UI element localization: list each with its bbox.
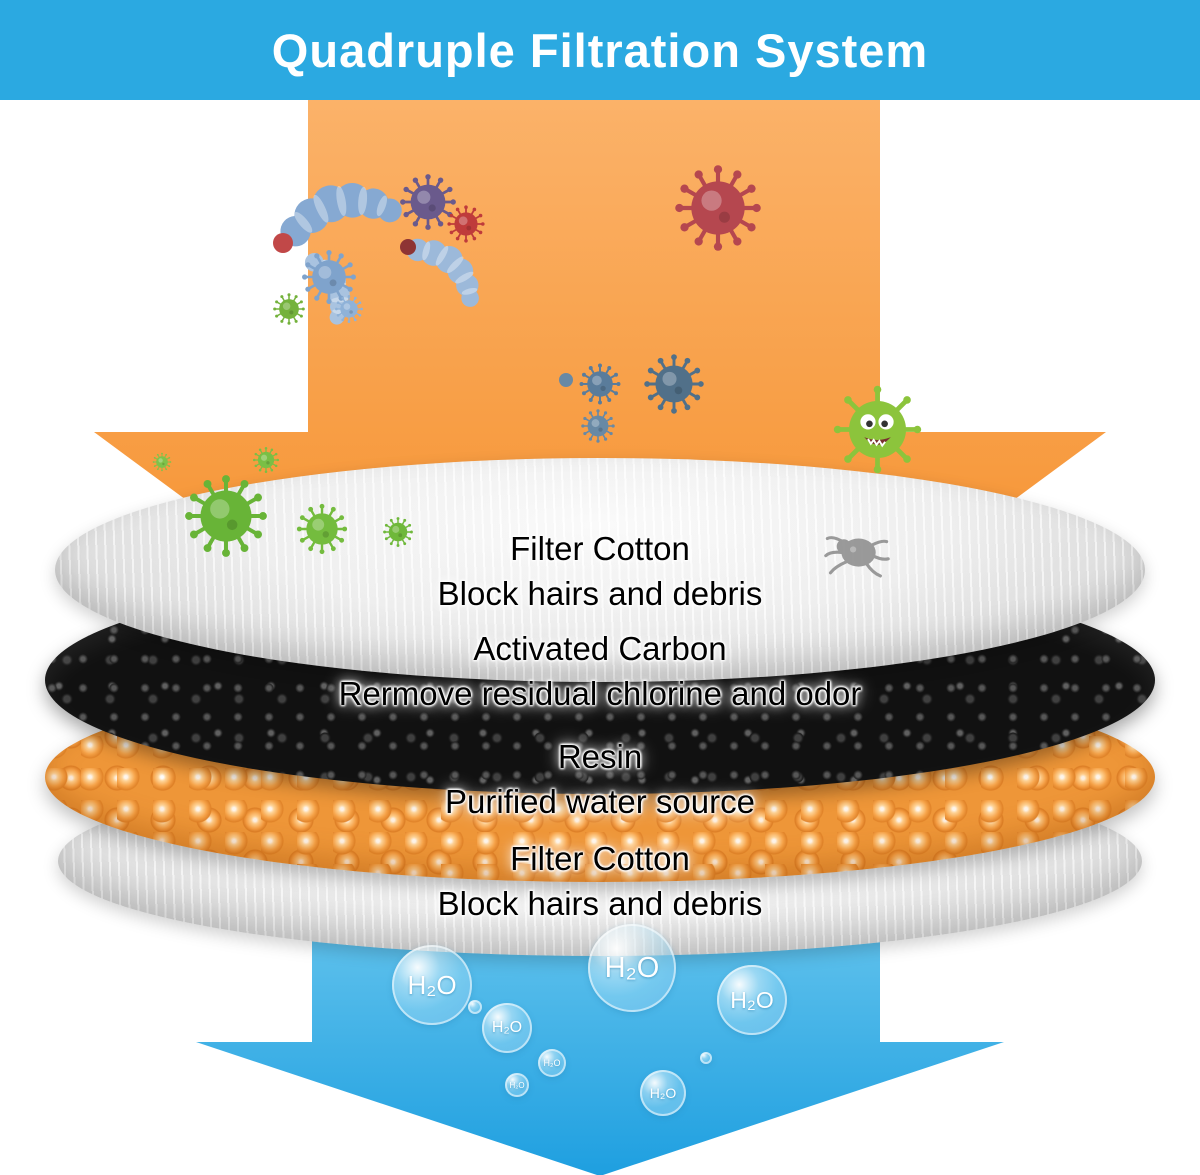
layer-subtitle: Purified water source <box>445 783 755 821</box>
bacteria-worm-icon <box>401 222 496 311</box>
layer-title: Filter Cotton <box>510 530 690 567</box>
bacteria-worm-icon <box>301 244 363 328</box>
bubble-icon <box>700 1052 712 1064</box>
h2o-bubble: H₂O <box>392 945 472 1025</box>
label-layer-2: Activated Carbon Rermove residual chlori… <box>0 628 1200 715</box>
virus-icon <box>398 172 458 232</box>
layer-subtitle: Rermove residual chlorine and odor <box>338 675 862 713</box>
bacteria-worm-icon <box>271 168 405 251</box>
h2o-bubble: H₂O <box>588 924 676 1012</box>
virus-icon <box>252 446 280 474</box>
virus-icon <box>446 204 486 244</box>
germ-dot-icon <box>273 233 293 253</box>
layer-subtitle: Block hairs and debris <box>437 575 763 613</box>
bubble-icon <box>468 1000 482 1014</box>
virus-icon <box>334 294 364 324</box>
virus-icon <box>300 248 358 306</box>
label-layer-1: Filter Cotton Block hairs and debris <box>0 528 1200 615</box>
virus-icon <box>152 452 172 472</box>
h2o-bubble: H₂O <box>717 965 787 1035</box>
label-layer-3: Resin Purified water source <box>0 736 1200 823</box>
virus-icon <box>642 352 706 416</box>
germ-monster-icon <box>834 386 921 473</box>
label-layer-4: Filter Cotton Block hairs and debris <box>0 838 1200 925</box>
layer-subtitle: Block hairs and debris <box>437 885 763 923</box>
virus-icon <box>578 362 622 406</box>
virus-icon <box>675 165 761 251</box>
virus-icon <box>580 408 616 444</box>
layer-title: Activated Carbon <box>473 630 727 667</box>
h2o-bubble: H₂O <box>538 1049 566 1077</box>
virus-icon <box>272 292 306 326</box>
layer-title: Filter Cotton <box>510 840 690 877</box>
diagram-title: Quadruple Filtration System <box>271 23 929 77</box>
germ-dot-icon <box>400 239 416 255</box>
h2o-bubble: H₂O <box>482 1003 532 1053</box>
germ-dot-icon <box>559 373 573 387</box>
h2o-bubble: H₂O <box>505 1073 529 1097</box>
header-bar: Quadruple Filtration System <box>0 0 1200 100</box>
layer-title: Resin <box>557 738 643 775</box>
h2o-bubble: H₂O <box>640 1070 686 1116</box>
